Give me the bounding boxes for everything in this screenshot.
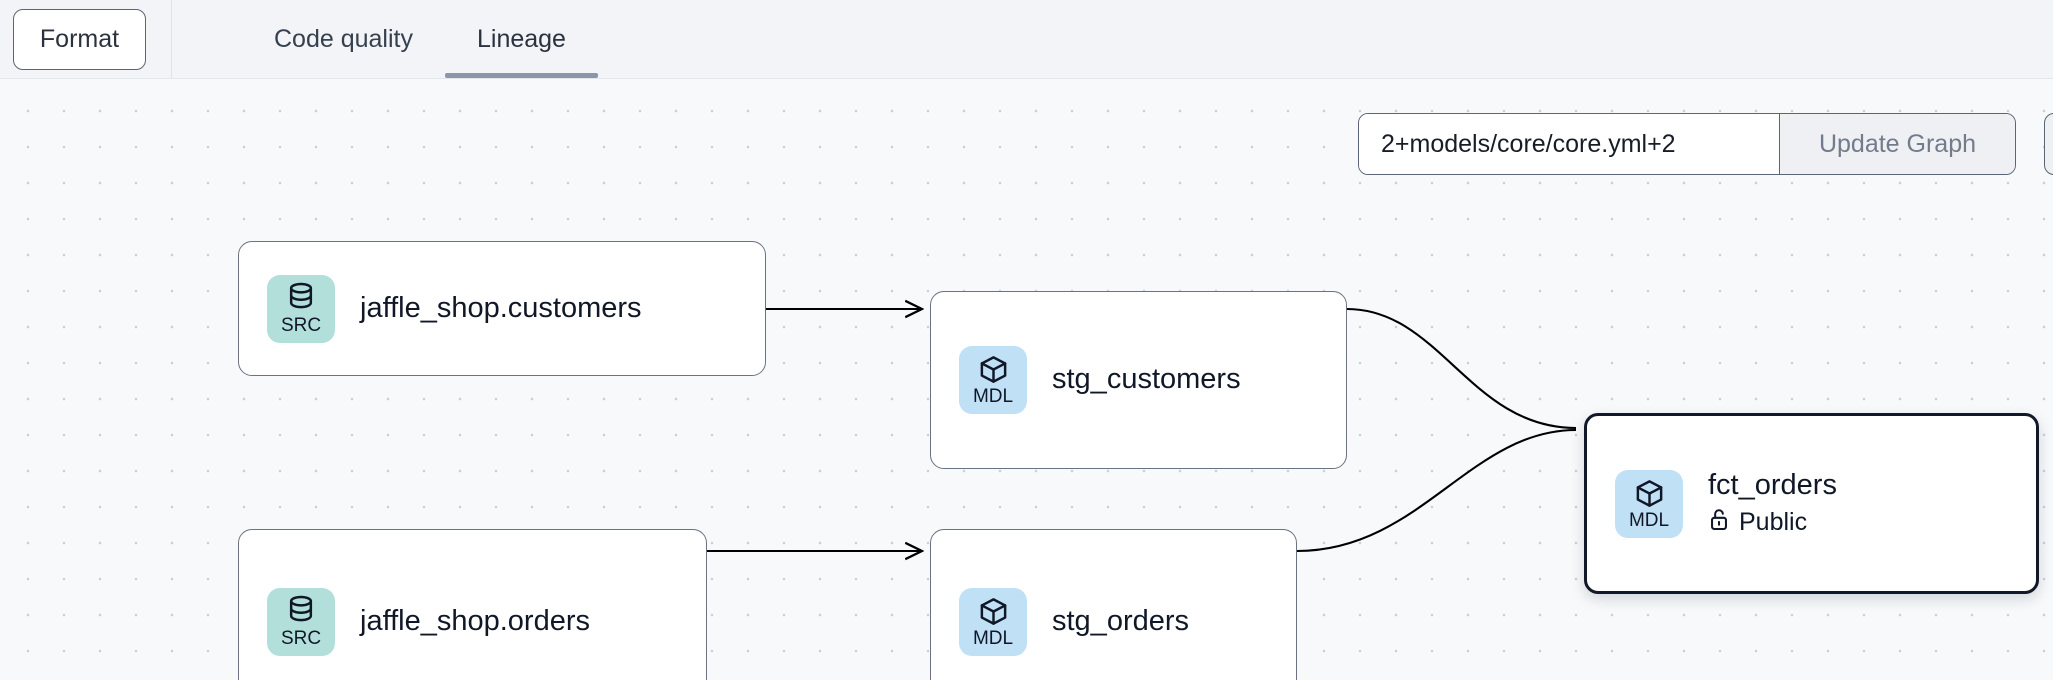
mdl-badge-label: MDL	[972, 627, 1014, 649]
node-title: stg_orders	[1052, 604, 1190, 637]
edge-stg-customers-to-fct-orders	[1346, 307, 1577, 430]
node-body: fct_orders Public	[1708, 469, 1837, 537]
lineage-node-fct-orders[interactable]: MDL fct_orders Public	[1584, 413, 2039, 594]
lineage-node-stg-customers[interactable]: MDL stg_customers	[930, 291, 1347, 469]
src-badge-label: SRC	[280, 628, 322, 649]
node-body: stg_orders	[1052, 605, 1189, 638]
node-title: stg_customers	[1052, 363, 1241, 396]
update-graph-button[interactable]: Update Graph	[1779, 114, 2015, 174]
src-badge-label: SRC	[280, 315, 322, 336]
graph-overflow-control[interactable]	[2044, 113, 2053, 175]
mdl-badge: MDL	[959, 587, 1027, 656]
tab-lineage[interactable]: Lineage	[444, 0, 598, 78]
node-body: stg_customers	[1052, 363, 1241, 396]
lineage-node-stg-orders[interactable]: MDL stg_orders	[930, 529, 1297, 680]
src-badge: SRC	[267, 587, 335, 656]
graph-selector-group: Update Graph	[1358, 113, 2016, 175]
lineage-node-jaffle-shop-customers[interactable]: SRC jaffle_shop.customers	[238, 241, 766, 376]
node-title: fct_orders	[1708, 469, 1837, 502]
tab-code-quality[interactable]: Code quality	[274, 24, 413, 53]
src-badge: SRC	[267, 274, 335, 343]
cube-icon	[978, 596, 1009, 627]
mdl-badge: MDL	[959, 346, 1027, 414]
mdl-badge-label: MDL	[1628, 509, 1670, 531]
mdl-badge: MDL	[1615, 469, 1683, 538]
node-title: jaffle_shop.orders	[360, 604, 591, 637]
lineage-canvas[interactable]: SRC jaffle_shop.customers MDL stg_custom…	[0, 79, 2053, 680]
format-button[interactable]: Format	[13, 8, 146, 70]
cube-icon	[1634, 478, 1665, 509]
node-title: jaffle_shop.customers	[360, 291, 642, 324]
graph-selector-input[interactable]	[1359, 114, 1779, 174]
node-visibility: Public	[1708, 507, 1837, 538]
tab-bar: Code quality Lineage	[172, 0, 598, 78]
cube-icon	[978, 354, 1009, 385]
toolbar: Format Code quality Lineage	[0, 0, 2053, 79]
database-icon	[286, 282, 316, 314]
unlock-icon	[1708, 507, 1730, 538]
node-body: jaffle_shop.orders	[360, 605, 590, 638]
format-zone: Format	[0, 0, 172, 78]
node-body: jaffle_shop.customers	[360, 292, 642, 325]
mdl-badge-label: MDL	[972, 386, 1014, 407]
lineage-node-jaffle-shop-orders[interactable]: SRC jaffle_shop.orders	[238, 529, 707, 680]
database-icon	[286, 595, 316, 627]
graph-controls: Update Graph	[1358, 113, 2053, 175]
node-visibility-label: Public	[1739, 507, 1808, 536]
